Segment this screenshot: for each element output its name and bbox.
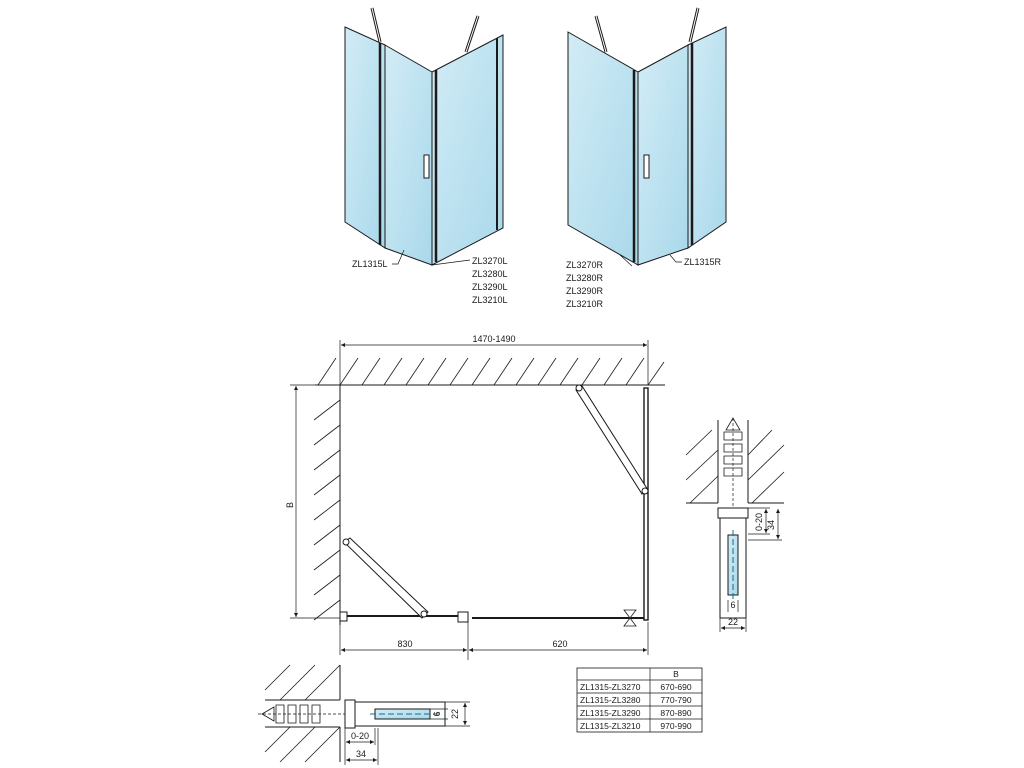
- dim-total-width: 1470-1490: [472, 334, 515, 344]
- dim-depth-b: B: [285, 502, 295, 508]
- door-label-left-4: ZL3210L: [472, 295, 508, 305]
- door-label-right-1: ZL3270R: [566, 260, 604, 270]
- door-label-right-2: ZL3280R: [566, 273, 604, 283]
- detail-bottom-width: 22: [450, 709, 460, 719]
- dim-right-segment: 620: [552, 639, 567, 649]
- wall-hatch-top: [313, 357, 665, 625]
- detail-bottom-glass: 6: [432, 711, 442, 716]
- enclosure-3d-left: ZL1315L ZL3270L ZL3280L ZL3290L ZL3210L: [344, 7, 508, 305]
- detail-right-glass: 6: [730, 600, 735, 610]
- enclosure-3d-right: ZL3270R ZL3280R ZL3290R ZL3210R ZL1315R: [566, 7, 727, 309]
- table-cell-model-2: ZL1315-ZL3280: [580, 695, 641, 705]
- detail-bottom-depth: 34: [356, 749, 366, 759]
- door-panel-right: [567, 31, 639, 266]
- table-cell-b-3: 870-890: [660, 708, 691, 718]
- side-label-left: ZL1315L: [352, 259, 388, 269]
- table-cell-b-1: 670-690: [660, 682, 691, 692]
- door-label-right-4: ZL3210R: [566, 299, 604, 309]
- dim-left-segment: 830: [397, 639, 412, 649]
- table-cell-model-4: ZL1315-ZL3210: [580, 721, 641, 731]
- table-header-b: B: [673, 669, 679, 679]
- size-table: B ZL1315-ZL3270 670-690 ZL1315-ZL3280 77…: [576, 667, 703, 733]
- side-label-right: ZL1315R: [684, 257, 722, 267]
- door-panel-left: [431, 34, 504, 266]
- detail-right-depth: 34: [766, 520, 776, 530]
- door-handle-right: [643, 154, 650, 179]
- detail-right-width: 22: [728, 617, 738, 627]
- door-handle-left: [423, 154, 430, 179]
- door-label-left-3: ZL3290L: [472, 282, 508, 292]
- table-cell-b-2: 770-790: [660, 695, 691, 705]
- door-label-right-3: ZL3290R: [566, 286, 604, 296]
- door-label-left-2: ZL3280L: [472, 269, 508, 279]
- detail-wall-profile-bottom: 22 6 0-20 34: [258, 664, 470, 765]
- detail-bottom-adjust: 0-20: [351, 731, 369, 741]
- table-cell-model-1: ZL1315-ZL3270: [580, 682, 641, 692]
- detail-wall-profile-right: 0-20 34 6 22: [685, 417, 785, 632]
- table-cell-b-4: 970-990: [660, 721, 691, 731]
- door-label-left-1: ZL3270L: [472, 256, 508, 266]
- detail-right-adjust: 0-20: [754, 513, 764, 531]
- plan-view: 1470-1490 B 830 620: [285, 334, 665, 660]
- side-panel-right: [687, 26, 727, 249]
- table-cell-model-3: ZL1315-ZL3290: [580, 708, 641, 718]
